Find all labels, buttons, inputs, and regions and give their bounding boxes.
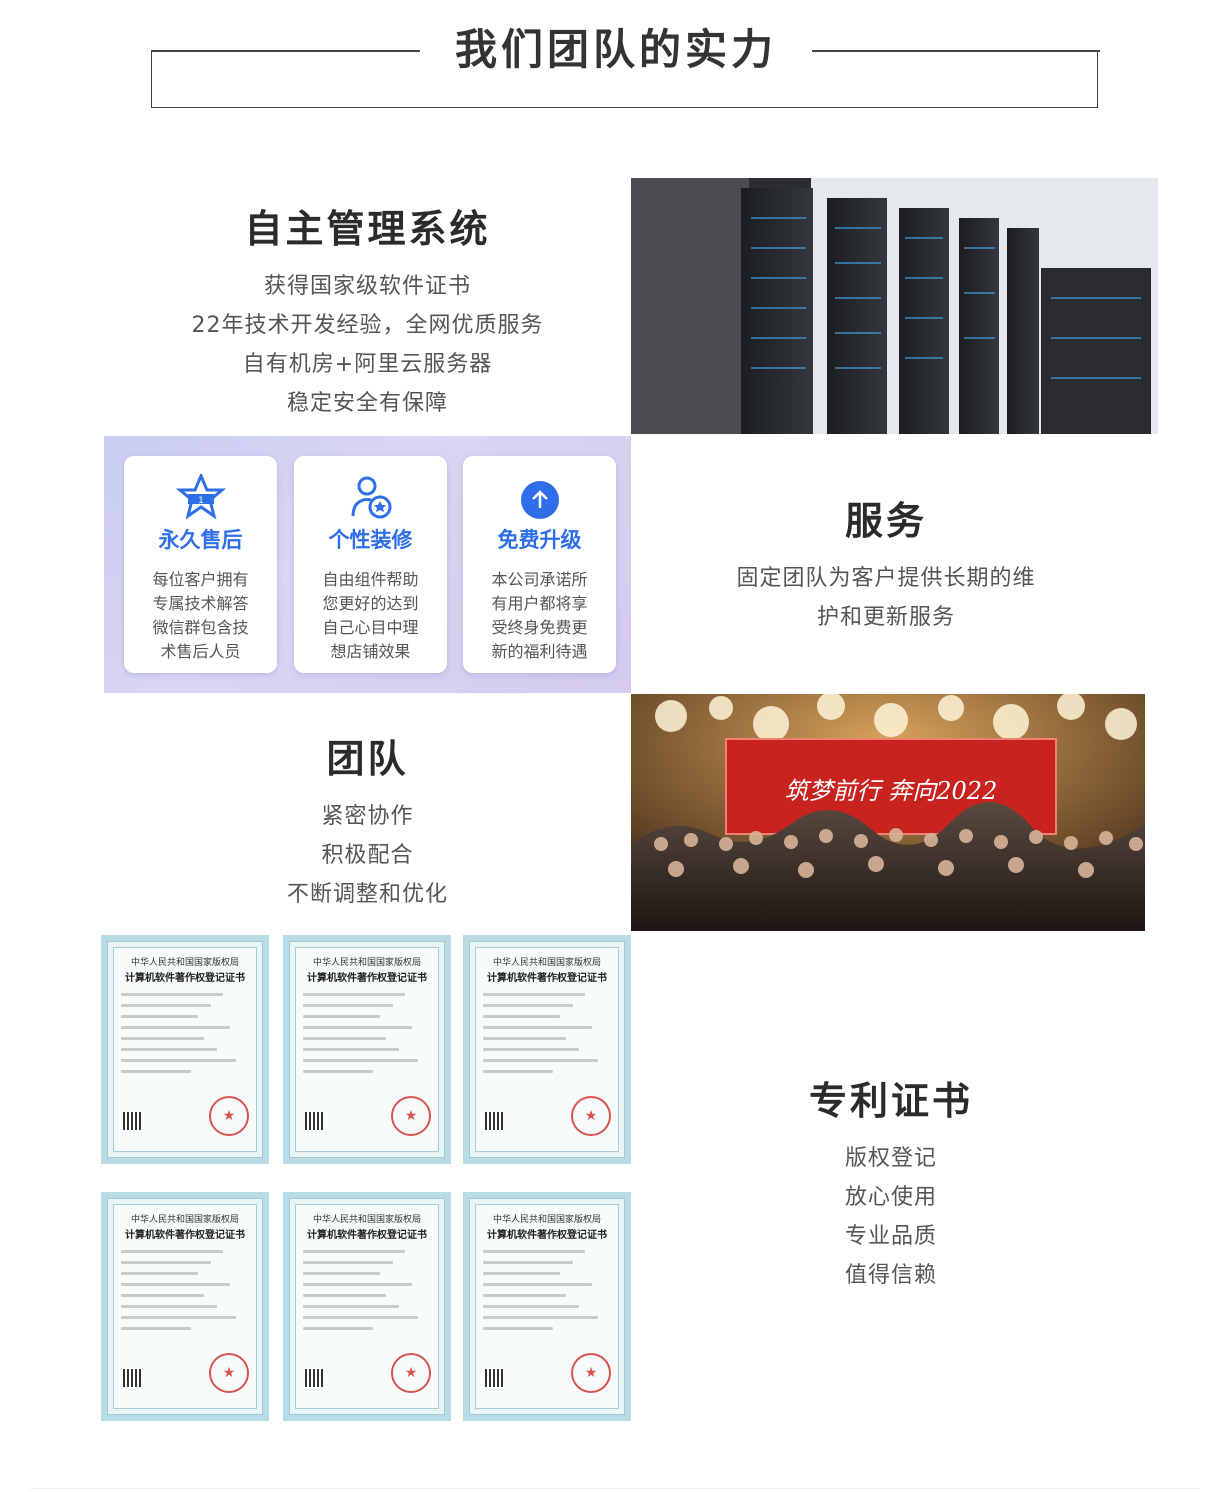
certificate-title: 计算机软件著作权登记证书 <box>125 1230 245 1241</box>
qr-code <box>123 1112 141 1130</box>
patent-section: 专利证书 版权登记 放心使用 专业品质 值得信赖 <box>631 1070 1151 1295</box>
page-title: 我们团队的实力 <box>420 20 812 80</box>
seal-icon: ★ <box>209 1353 249 1393</box>
feature-title: 永久售后 <box>158 528 243 552</box>
patent-line: 专业品质 <box>844 1224 937 1249</box>
feature-title: 免费升级 <box>497 528 582 552</box>
certificate-heading: 中华人民共和国国家版权局 <box>130 958 239 968</box>
team-line: 不断调整和优化 <box>286 882 448 907</box>
certificate-heading: 中华人民共和国国家版权局 <box>492 1215 601 1225</box>
team-section: 团队 紧密协作 积极配合 不断调整和优化 <box>104 728 631 914</box>
certificate-title: 计算机软件著作权登记证书 <box>125 973 245 984</box>
feature-desc-line: 微信群包含技 <box>152 618 249 637</box>
team-title: 团队 <box>326 737 409 781</box>
feature-card-free-upgrade: 免费升级 本公司承诺所 有用户都将享 受终身免费更 新的福利待遇 <box>463 456 616 673</box>
certificate-heading: 中华人民共和国国家版权局 <box>130 1215 239 1225</box>
certificate-6: 中华人民共和国国家版权局 计算机软件著作权登记证书 ★ <box>463 1192 631 1421</box>
feature-desc-line: 自己心目中理 <box>322 618 419 637</box>
feature-desc-line: 有用户都将享 <box>491 594 588 613</box>
certificate-title: 计算机软件著作权登记证书 <box>487 973 607 984</box>
system-line: 稳定安全有保障 <box>286 391 448 416</box>
header-rule-right <box>812 50 1100 52</box>
server-room-image <box>631 178 1158 434</box>
patent-title: 专利证书 <box>808 1079 973 1123</box>
qr-code <box>485 1112 503 1130</box>
svg-text:1: 1 <box>198 496 204 506</box>
feature-desc-line: 想店铺效果 <box>330 642 411 661</box>
service-section: 服务 固定团队为客户提供长期的维 护和更新服务 <box>631 490 1141 637</box>
patent-line: 值得信赖 <box>844 1263 937 1288</box>
certificate-3: 中华人民共和国国家版权局 计算机软件著作权登记证书 ★ <box>463 935 631 1164</box>
system-title: 自主管理系统 <box>244 207 491 251</box>
seal-icon: ★ <box>391 1353 431 1393</box>
seal-icon: ★ <box>391 1096 431 1136</box>
feature-desc-line: 术售后人员 <box>160 642 241 661</box>
certificate-heading: 中华人民共和国国家版权局 <box>492 958 601 968</box>
feature-desc-line: 专属技术解答 <box>152 594 249 613</box>
system-line: 自有机房+阿里云服务器 <box>242 352 493 377</box>
certificate-heading: 中华人民共和国国家版权局 <box>312 958 421 968</box>
feature-desc-line: 每位客户拥有 <box>152 570 249 589</box>
arrow-up-circle-icon <box>520 481 559 519</box>
feature-desc-line: 本公司承诺所 <box>491 570 588 589</box>
certificate-4: 中华人民共和国国家版权局 计算机软件著作权登记证书 ★ <box>101 1192 269 1421</box>
seal-icon: ★ <box>209 1096 249 1136</box>
seal-icon: ★ <box>571 1096 611 1136</box>
footer-divider <box>30 1488 1200 1489</box>
certificate-5: 中华人民共和国国家版权局 计算机软件著作权登记证书 ★ <box>283 1192 451 1421</box>
certificate-title: 计算机软件著作权登记证书 <box>487 1230 607 1241</box>
feature-desc-line: 新的福利待遇 <box>491 642 588 661</box>
feature-desc-line: 您更好的达到 <box>322 594 419 613</box>
feature-title: 个性装修 <box>328 528 413 552</box>
features-panel: 1 永久售后 每位客户拥有 专属技术解答 微信群包含技 术售后人员 个性装修 自… <box>104 436 631 693</box>
header-frame <box>151 51 1098 108</box>
header-rule-left <box>151 50 421 52</box>
certificate-heading: 中华人民共和国国家版权局 <box>312 1215 421 1225</box>
team-photo: 筑梦前行 奔向2022 <box>631 694 1145 931</box>
system-line: 22年技术开发经验，全网优质服务 <box>191 313 544 338</box>
feature-desc-line: 受终身免费更 <box>491 618 588 637</box>
service-title: 服务 <box>844 499 927 543</box>
patent-line: 版权登记 <box>844 1146 937 1171</box>
qr-code <box>305 1369 323 1387</box>
badge-star-icon: 1 <box>175 474 226 520</box>
photo-banner-text: 筑梦前行 奔向2022 <box>785 777 998 805</box>
feature-desc-line: 自由组件帮助 <box>322 570 419 589</box>
certificate-title: 计算机软件著作权登记证书 <box>307 1230 427 1241</box>
certificate-title: 计算机软件著作权登记证书 <box>307 973 427 984</box>
team-line: 积极配合 <box>321 843 414 868</box>
seal-icon: ★ <box>571 1353 611 1393</box>
certificate-2: 中华人民共和国国家版权局 计算机软件著作权登记证书 ★ <box>283 935 451 1164</box>
system-line: 获得国家级软件证书 <box>263 274 471 299</box>
service-line: 固定团队为客户提供长期的维 <box>736 566 1036 591</box>
system-section: 自主管理系统 获得国家级软件证书 22年技术开发经验，全网优质服务 自有机房+阿… <box>104 198 631 423</box>
patent-line: 放心使用 <box>844 1185 937 1210</box>
certificate-1: 中华人民共和国国家版权局 计算机软件著作权登记证书 ★ <box>101 935 269 1164</box>
service-line: 护和更新服务 <box>816 605 955 630</box>
user-star-icon <box>351 476 391 519</box>
qr-code <box>123 1369 141 1387</box>
qr-code <box>305 1112 323 1130</box>
feature-card-after-sales: 1 永久售后 每位客户拥有 专属技术解答 微信群包含技 术售后人员 <box>124 456 277 673</box>
feature-card-custom-design: 个性装修 自由组件帮助 您更好的达到 自己心目中理 想店铺效果 <box>294 456 447 673</box>
qr-code <box>485 1369 503 1387</box>
team-line: 紧密协作 <box>321 804 414 829</box>
